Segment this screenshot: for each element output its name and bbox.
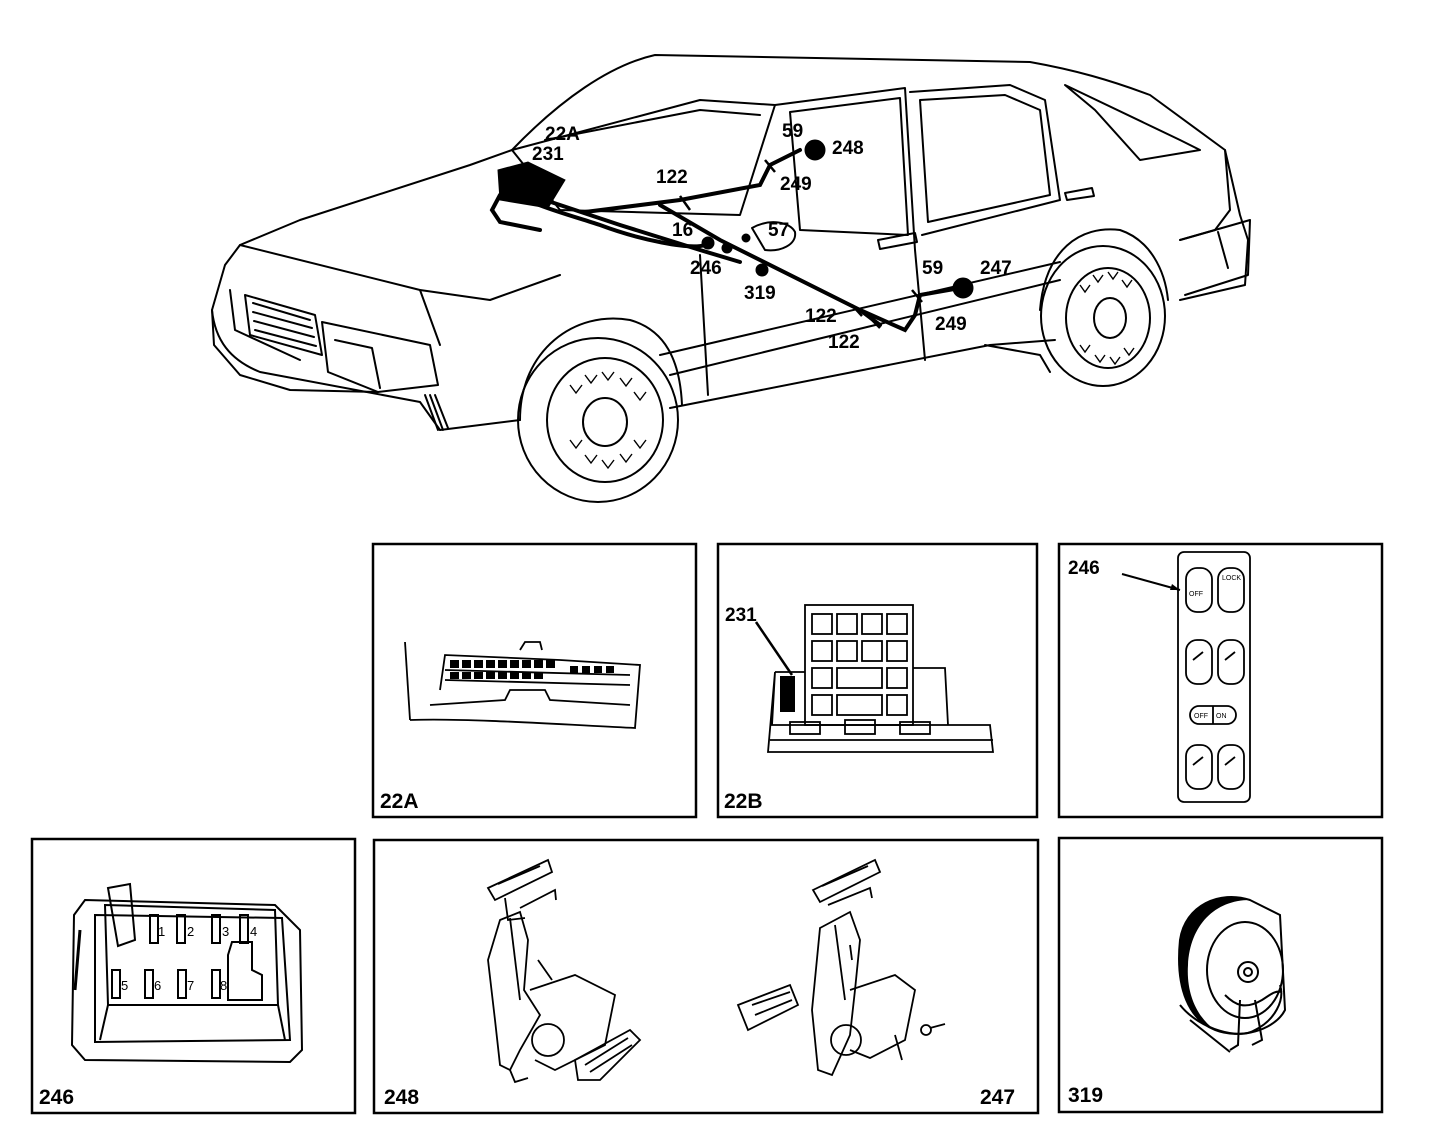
panel-248-label: 248 — [384, 1086, 419, 1109]
panel-246-switch-callout: 246 — [1068, 558, 1100, 579]
harness-components — [497, 139, 974, 299]
panel-246-connector: 1 2 3 4 5 6 7 8 246 — [30, 837, 357, 1115]
connector-pin-labels: 1 2 3 4 5 6 7 8 — [121, 924, 257, 993]
switch-glyph: LOCK — [1222, 575, 1241, 582]
pin-label: 7 — [187, 978, 194, 993]
callout-231: 231 — [532, 144, 564, 165]
car-illustration — [211, 54, 1251, 503]
callout-249-rear: 249 — [935, 314, 967, 335]
callout-22a: 22A — [545, 124, 580, 145]
panel-319-label: 319 — [1068, 1084, 1103, 1107]
harness-clips — [678, 159, 923, 329]
callout-59-front: 59 — [782, 121, 803, 142]
switch-glyph: OFF — [1194, 713, 1208, 720]
car-callouts: 22A 231 59 248 122 249 16 57 246 319 59 … — [532, 121, 1012, 353]
wheel-tread-marks — [569, 271, 1135, 470]
callout-59-rear: 59 — [922, 258, 943, 279]
pin-label: 8 — [220, 978, 227, 993]
callout-16: 16 — [672, 220, 693, 241]
panel-22b: 231 22B — [716, 542, 1039, 819]
wiring-harness — [489, 148, 962, 333]
pin-label: 5 — [121, 978, 128, 993]
panel-22b-label: 22B — [724, 790, 763, 813]
pin-label: 6 — [154, 978, 161, 993]
pin-label: 3 — [222, 924, 229, 939]
panel-247-label: 247 — [980, 1086, 1015, 1109]
connector-16 — [721, 242, 733, 254]
connector-248 — [804, 139, 826, 161]
pin-label: 4 — [250, 924, 257, 939]
panel-22b-callout-231: 231 — [725, 605, 757, 626]
panel-248-247: 248 247 — [372, 838, 1040, 1115]
callout-57: 57 — [768, 220, 789, 241]
panel-319: 319 — [1057, 836, 1384, 1114]
callout-122-mid: 122 — [805, 306, 837, 327]
callout-319: 319 — [744, 283, 776, 304]
panel-22a-label: 22A — [380, 790, 419, 813]
panel-246-connector-label: 246 — [39, 1086, 74, 1109]
callout-246: 246 — [690, 258, 722, 279]
callout-249-front: 249 — [780, 174, 812, 195]
connector-246 — [701, 236, 715, 250]
panel-246-switch: OFF LOCK OFF ON 246 — [1057, 542, 1384, 819]
fuse-box-231 — [497, 161, 566, 209]
pin-label: 2 — [187, 924, 194, 939]
pin-label: 1 — [158, 924, 165, 939]
callout-248: 248 — [832, 138, 864, 159]
panel-22a: 22A — [371, 542, 698, 819]
switch-glyph: OFF — [1189, 591, 1203, 598]
switch-glyph: ON — [1216, 713, 1227, 720]
callout-122-top: 122 — [656, 167, 688, 188]
callout-247: 247 — [980, 258, 1012, 279]
callout-122-bottom: 122 — [828, 332, 860, 353]
connector-57 — [741, 233, 751, 243]
connector-247 — [952, 277, 974, 299]
connector-319 — [755, 263, 769, 277]
